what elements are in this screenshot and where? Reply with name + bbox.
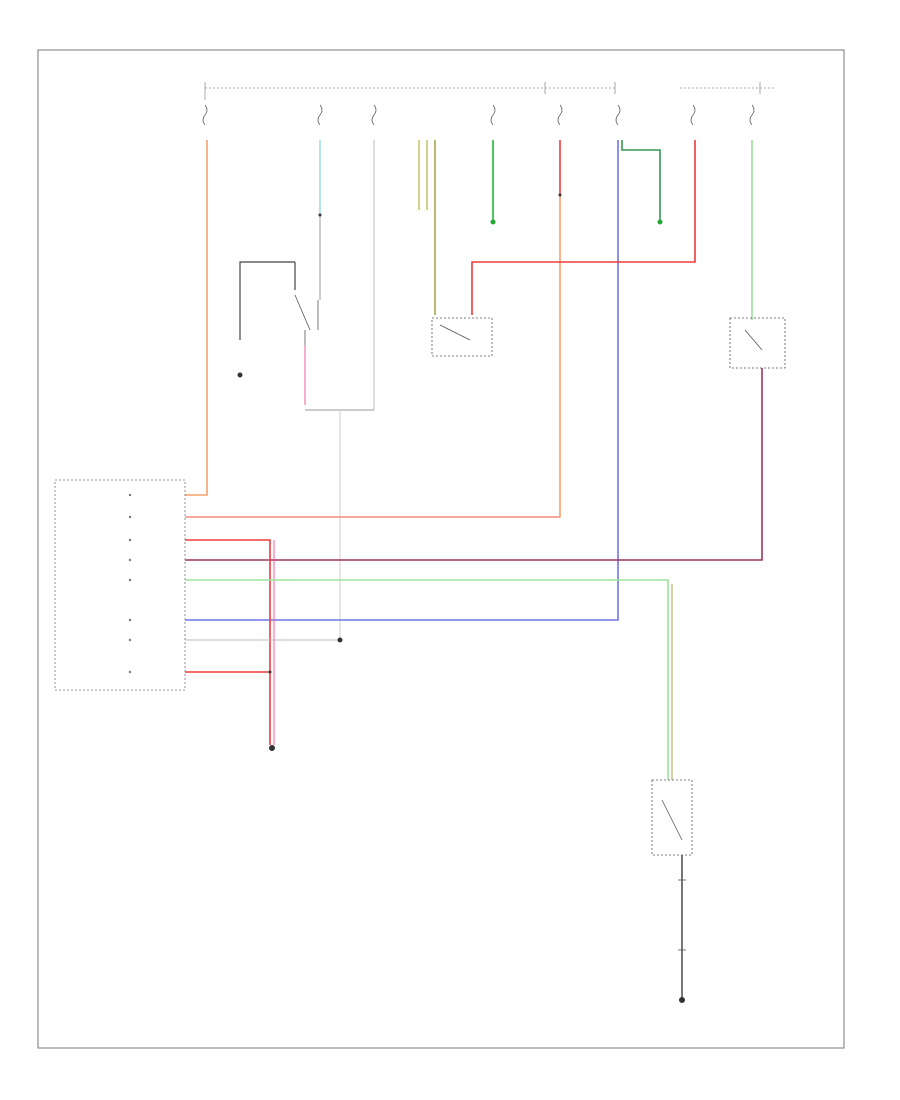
- bottom-drop-marks: [678, 879, 686, 951]
- splices: [490, 219, 663, 225]
- wire-red-pedal: [471, 140, 696, 315]
- fuse-6: [615, 104, 621, 126]
- ground-left-switch: [237, 372, 243, 378]
- fuse-5: [557, 104, 563, 126]
- fuse-4: [490, 104, 496, 126]
- module-pins: [128, 493, 132, 674]
- ground-symbols: [237, 372, 685, 1003]
- wire-orange-power: [185, 195, 561, 518]
- fuse-2: [317, 104, 323, 126]
- wire-lightgreen-bottom: [185, 579, 669, 780]
- switch-bottom: [651, 779, 693, 856]
- fuse-3: [371, 104, 377, 126]
- fuses: [202, 104, 755, 126]
- wire-orange-batt: [185, 140, 208, 496]
- switch-top-left: [294, 294, 319, 345]
- junction-dots: [268, 193, 562, 674]
- pedal-switch: [431, 317, 493, 357]
- diagram-frame: [37, 49, 845, 1049]
- fuse-7: [690, 104, 696, 126]
- switch-right: [729, 317, 786, 369]
- wire-violet: [185, 368, 763, 561]
- wire-red-lock1: [185, 539, 271, 745]
- wire-darkgreen: [621, 140, 661, 222]
- fuse-1: [202, 104, 208, 126]
- wire-black-switch-loop: [239, 261, 295, 340]
- top-bus: [204, 82, 775, 100]
- ground-lock: [269, 745, 275, 751]
- wires: [185, 140, 763, 1000]
- fuse-8: [749, 104, 755, 126]
- wire-blue: [185, 140, 619, 621]
- ground-module: [337, 637, 343, 643]
- lighting-module: [54, 479, 186, 691]
- ground-bottom: [679, 997, 685, 1003]
